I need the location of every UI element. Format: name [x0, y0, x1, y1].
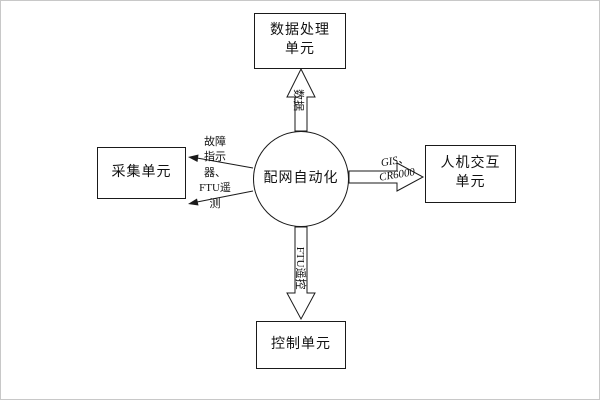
hollow-arrow-right-icon — [348, 162, 425, 192]
box-data-processing-unit: 数据处理 单元 — [254, 13, 346, 69]
arrow-label-data: 数据 — [292, 89, 305, 112]
arrow-label-ftu-remote-control: FTU遥控 — [294, 246, 307, 290]
box-human-machine-interaction-unit: 人机交互 单元 — [425, 145, 516, 203]
arrow-label-fault-indicator-ftu-telemetry: 故障 指示 器、 FTU遥 测 — [199, 136, 231, 210]
left-link-bottom-line — [196, 190, 254, 203]
left-link-bottom-arrowhead-icon — [188, 198, 199, 206]
box-control-unit: 控制单元 — [256, 321, 346, 369]
left-link-top-line — [196, 157, 254, 169]
center-node-distribution-automation: 配网自动化 — [253, 131, 349, 227]
hollow-arrow-up-icon — [286, 67, 316, 132]
left-link-top-arrowhead-icon — [188, 154, 199, 162]
box-collection-unit: 采集单元 — [97, 147, 186, 199]
hollow-arrow-down-icon — [286, 226, 316, 321]
